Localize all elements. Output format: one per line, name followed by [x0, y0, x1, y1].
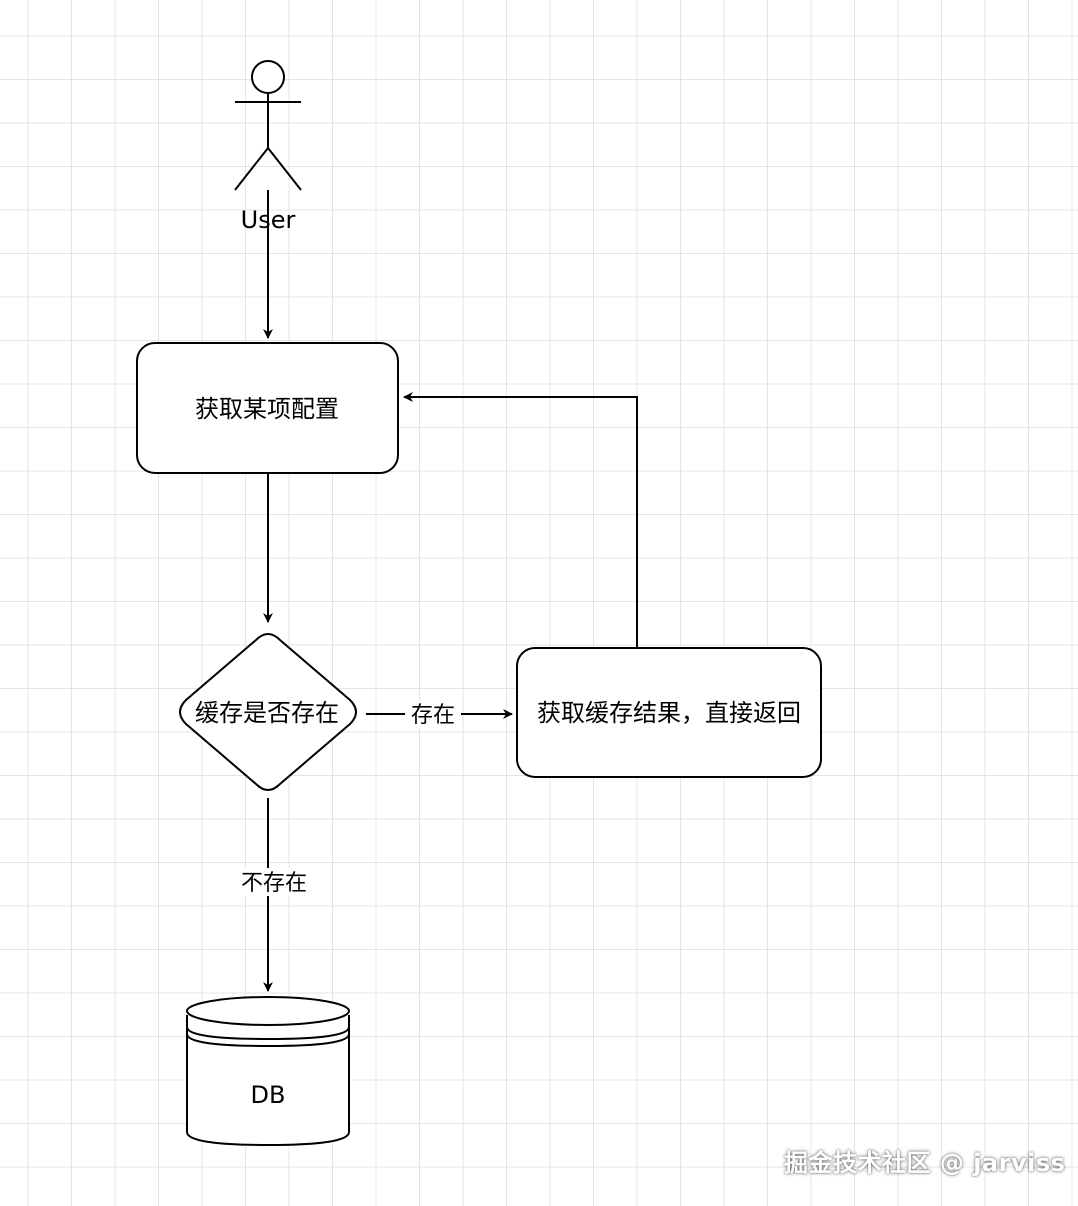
- step-cache-result-label: 获取缓存结果，直接返回: [537, 699, 801, 727]
- actor-right-leg: [267, 147, 302, 191]
- db-cylinder-top: [186, 996, 350, 1026]
- db-cylinder-ring-1: [186, 1026, 350, 1041]
- step-get-config-label: 获取某项配置: [195, 395, 339, 423]
- decision-cache-shape: [179, 633, 357, 791]
- step-get-config-box: [136, 342, 399, 474]
- edge-not-exists-label-bg: [234, 868, 314, 896]
- watermark: 掘金技术社区 @ jarviss: [784, 1149, 1066, 1177]
- actor-label: User: [241, 206, 296, 234]
- decision-cache-label: 缓存是否存在: [195, 699, 339, 727]
- step-cache-result-box: [516, 647, 822, 778]
- edge-exists-label: 存在: [411, 703, 455, 728]
- db-cylinder-ring-2: [186, 1033, 350, 1048]
- datastore-db-label: DB: [251, 1081, 286, 1109]
- datastore-db: [186, 996, 350, 1147]
- actor-left-leg: [234, 147, 269, 191]
- actor-head: [251, 60, 285, 94]
- edge-exists-label-bg: [405, 700, 461, 728]
- edge-not-exists-label: 不存在: [241, 871, 307, 896]
- edge-return-to-config: [403, 392, 638, 648]
- user-actor: [234, 60, 302, 191]
- db-cylinder-body: [186, 1015, 350, 1147]
